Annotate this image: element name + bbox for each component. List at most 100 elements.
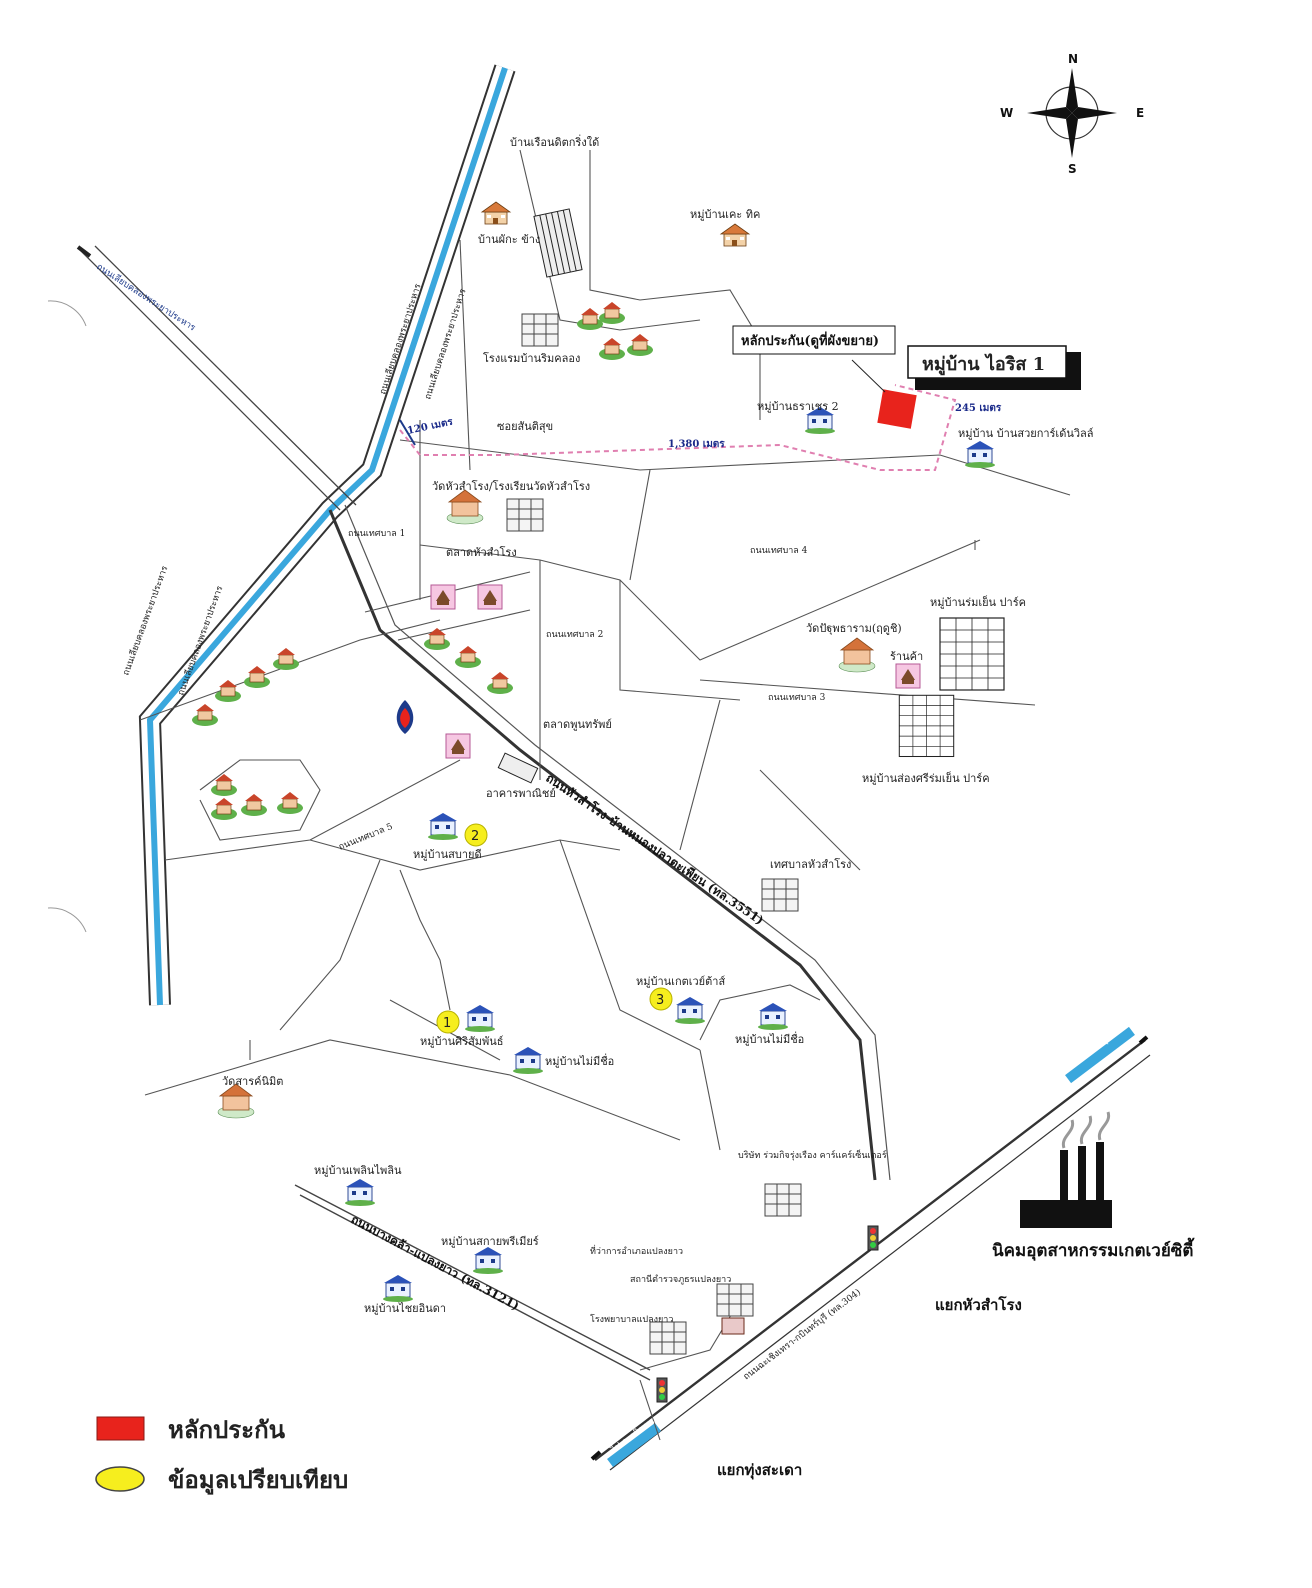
label-road-canal-left: ถนนเลียบคลองพระยาประหาร xyxy=(120,564,170,677)
label-canal-name: ถนนเลียบคลองพระยาประหาร xyxy=(94,261,197,333)
village-icon xyxy=(464,1004,496,1033)
road-network xyxy=(139,149,1071,1151)
row-house-block-2 xyxy=(497,752,539,784)
tree-house-icon xyxy=(210,797,238,821)
tree-house-icon xyxy=(240,793,268,817)
legend-comparison-swatch xyxy=(95,1466,145,1492)
shop-icon xyxy=(477,584,503,610)
label-thara: หมู่บ้านธราเชร 2 xyxy=(757,400,839,413)
municipal-office-icon xyxy=(761,878,799,912)
collateral-plot xyxy=(877,389,917,429)
compass-e: E xyxy=(1136,106,1144,120)
svg-text:2: 2 xyxy=(471,829,479,844)
label-industrial: นิคมอุตสาหกรรมเกตเวย์ซิตี้ xyxy=(992,1237,1195,1261)
label-mai-mi-1: หมู่บ้านไม่มีชื่อ xyxy=(735,1031,804,1046)
factory-icon xyxy=(1020,1111,1112,1228)
label-road-thesaban3: ถนนเทศบาล 3 xyxy=(768,693,826,703)
dist-245: 245 เมตร xyxy=(955,403,1002,414)
label-market: ตลาดหัวสำโรง xyxy=(446,545,517,559)
svg-text:หลักประกัน(ดูที่ผังขยาย): หลักประกัน(ดูที่ผังขยาย) xyxy=(741,331,879,349)
legend-collateral-label: หลักประกัน xyxy=(168,1415,286,1444)
label-hua-samrong-junction: แยกหัวสำโรง xyxy=(935,1295,1022,1314)
label-road-thesaban1: ถนนเทศบาล 1 xyxy=(348,529,405,539)
label-villa: บ้านผักะ ข้าง xyxy=(478,233,540,246)
label-hotel: โรงแรมบ้านริมคลอง xyxy=(483,351,580,365)
label-sap-premier: หมู่บ้านสกายพรีเมียร์ xyxy=(441,1235,539,1248)
shop-icon xyxy=(895,663,921,689)
temple-icon xyxy=(838,637,876,673)
label-sabai: หมู่บ้านสบายดี xyxy=(413,848,482,861)
legend-collateral-swatch xyxy=(96,1416,145,1441)
label-suay: หมู่บ้าน บ้านสวยการ์เด้นวิลล์ xyxy=(958,427,1094,440)
label-phoenplin: หมู่บ้านเพลินไพลิน xyxy=(314,1164,402,1177)
shop-icon xyxy=(445,733,471,759)
label-sirisap: หมู่บ้านศิริสัมพันธ์ xyxy=(420,1035,504,1048)
school-icon xyxy=(506,498,544,532)
legend-comparison-label: ข้อมูลเปรียบเทียบ xyxy=(168,1465,348,1495)
comparison-marker-3: 3 xyxy=(649,987,673,1011)
label-soi: ซอยสันติสุข xyxy=(497,420,553,433)
tree-house-icon xyxy=(486,671,514,695)
tree-house-icon xyxy=(576,307,604,331)
temple-icon xyxy=(446,489,484,525)
tree-house-icon xyxy=(191,703,219,727)
label-talat-thip: ตลาดพูนทรัพย์ xyxy=(543,718,612,731)
tree-house-icon xyxy=(598,337,626,361)
label-songri: หมู่บ้านส่องศรีร่มเย็น ปาร์ค xyxy=(862,771,990,785)
label-mai-mi-2: หมู่บ้านไม่มีชื่อ xyxy=(545,1053,614,1068)
row-house-block xyxy=(533,208,583,278)
collateral-title-box: หมู่บ้าน ไอริส 1 xyxy=(907,345,1081,390)
collateral-title: หมู่บ้าน ไอริส 1 xyxy=(922,353,1045,376)
gas-station-icon xyxy=(396,700,414,734)
hospital-icon xyxy=(649,1321,687,1355)
traffic-light-icon xyxy=(656,1377,668,1403)
label-building: อาคารพาณิชย์ xyxy=(486,787,556,800)
tree-house-icon xyxy=(272,647,300,671)
label-ketpit: หมู่บ้านเคะ ทิค xyxy=(690,208,760,221)
compass-w: W xyxy=(1000,106,1013,120)
label-wat-sarn: วัดสารค์นิมิต xyxy=(222,1075,283,1088)
road-canal-diagonal xyxy=(79,249,341,511)
label-wat-school: วัดหัวสำโรง/โรงเรียนวัดหัวสำโรง xyxy=(432,479,590,493)
label-ban-ruen: บ้านเรือนดิตกริ่งใด้ xyxy=(510,134,599,149)
tree-house-icon xyxy=(243,665,271,689)
dist-1380: 1,380 เมตร xyxy=(668,439,725,450)
label-road-thesaban2: ถนนเทศบาล 2 xyxy=(546,630,603,640)
tree-house-icon xyxy=(276,791,304,815)
village-icon xyxy=(674,996,706,1025)
label-company: บริษัท ร่วมกิจรุ่งเรือง คาร์แคร์เซ็นเตอร… xyxy=(738,1148,887,1161)
traffic-light-icon xyxy=(867,1225,879,1251)
village-icon xyxy=(382,1274,414,1303)
label-road-thesaban4: ถนนเทศบาล 4 xyxy=(750,546,808,556)
label-gateway: หมู่บ้านเกตเวย์ต้าส์ xyxy=(636,975,725,988)
label-wat-phu: วัดปัฐุพธาราม(ฤดูชิ) xyxy=(806,622,902,635)
tree-house-icon xyxy=(598,301,626,325)
village-icon xyxy=(427,812,459,841)
shop-icon xyxy=(430,584,456,610)
main-road-3551 xyxy=(328,509,877,1181)
tree-house-icon xyxy=(626,333,654,357)
village-icon xyxy=(964,440,996,469)
tree-house-icon xyxy=(210,773,238,797)
label-thung-sadao-junction: แยกทุ่งสะเดา xyxy=(717,1461,802,1480)
village-icon xyxy=(472,1246,504,1275)
compass-n: N xyxy=(1068,52,1078,66)
label-road-thesaban5: ถนนเทศบาล 5 xyxy=(337,822,394,853)
label-chaiyin: หมู่บ้านไชยอินดา xyxy=(364,1302,446,1315)
label-thesaban-office: เทศบาลหัวสำโรง xyxy=(770,857,851,871)
district-office-icon xyxy=(721,1317,745,1335)
housing-grid-icon xyxy=(898,694,955,758)
house-icon xyxy=(720,223,750,247)
label-shop: ร้านค้า xyxy=(890,650,923,663)
comparison-marker-2: 2 xyxy=(464,823,488,847)
hole-punch-bottom xyxy=(47,907,87,933)
canal xyxy=(138,64,516,1006)
collateral-access-route xyxy=(399,384,957,471)
label-police: สถานีตำรวจภูธรแปลงยาว xyxy=(630,1274,731,1285)
company-building-icon xyxy=(764,1183,802,1217)
legend: หลักประกัน ข้อมูลเปรียบเทียบ xyxy=(95,1415,348,1495)
police-station-icon xyxy=(716,1283,754,1317)
label-main-road: ถนนหัวสำโรง-บ้านหนองปลาตะเพียน (ทล.3551) xyxy=(543,770,766,928)
svg-text:3: 3 xyxy=(656,993,664,1008)
